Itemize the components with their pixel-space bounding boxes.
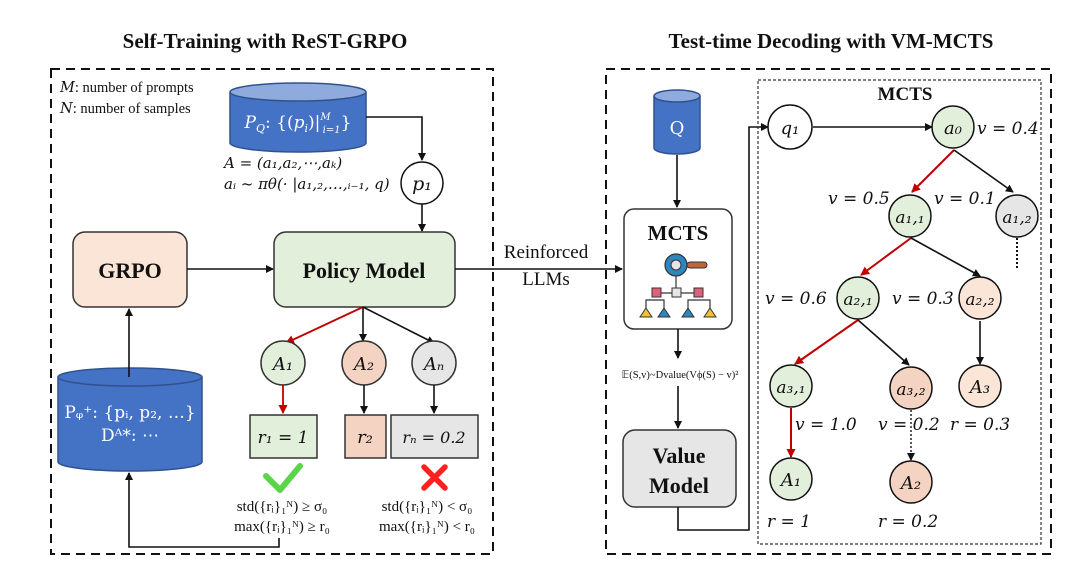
check-icon (263, 463, 303, 493)
reward-r1-label: r₁ = 1 (258, 428, 309, 448)
sample-node-a2-label: A₂ (352, 354, 374, 375)
edge-a11-a22 (910, 237, 981, 277)
filtered-database: Pᵩ⁺: {pᵢ, p₂, …} Dᴬ*: ⋯ (57, 367, 203, 472)
tree-node-A1-label: A₁ (779, 470, 801, 491)
tree-value-A2: r = 0.2 (878, 512, 938, 532)
left-panel-title: Self-Training with ReST-GRPO (123, 29, 408, 53)
tree-node-q1 (767, 104, 813, 150)
tree-node-A3-label: A₃ (968, 377, 990, 398)
arrow-db-to-prompt (366, 116, 426, 161)
legend: M: number of prompts N: number of sample… (59, 80, 194, 117)
tree-node-a0 (931, 105, 975, 149)
sample-node-a1-label: A₁ (271, 354, 293, 375)
reward-rn-label: rₙ = 0.2 (402, 428, 465, 447)
left-panel-border (50, 68, 494, 555)
arrow-policy-to-a1 (285, 306, 364, 344)
edge-a21-a32 (857, 319, 910, 366)
connector-label-line1: Reinforced (504, 242, 589, 263)
value-model-box (622, 429, 737, 508)
value-model-label-line2: Model (649, 473, 709, 498)
tree-node-a21 (836, 276, 880, 320)
tree-value-a11: v = 0.5 (828, 189, 890, 209)
tree-node-a11-label: a₁,₁ (895, 208, 924, 228)
edge-a11-a21 (860, 237, 912, 276)
tree-value-A3: r = 0.3 (950, 415, 1010, 435)
tree-node-A2-label: A₂ (899, 473, 921, 494)
mcts-search-tree-icon (639, 253, 717, 318)
mcts-box-label: MCTS (648, 221, 709, 245)
tree-node-a12-label: a₁,₂ (1002, 208, 1031, 228)
tree-node-a31 (769, 364, 813, 408)
mcts-tree-border (757, 79, 1042, 545)
connector-label-line2: LLMs (522, 269, 570, 290)
tree-value-a0: v = 0.4 (977, 119, 1039, 139)
reward-box-r2 (344, 414, 387, 459)
right-panel-title: Test-time Decoding with VM-MCTS (669, 29, 994, 53)
tree-node-A3 (958, 364, 1002, 408)
tree-value-A1: r = 1 (767, 512, 811, 532)
arrow-policy-to-an (362, 306, 435, 344)
tree-value-a21: v = 0.6 (765, 289, 827, 309)
query-database-label: Q (670, 118, 685, 139)
edge-a21-a31 (794, 319, 859, 365)
legend-item-m: M: number of prompts (59, 80, 194, 96)
fail-condition-std: std({rᵢ}₁ᴺ) < σ₀ (382, 499, 473, 515)
mcts-tree-title: MCTS (878, 84, 933, 105)
value-model-label-line1: Value (653, 443, 706, 468)
edge-a0-a11 (911, 149, 955, 193)
tree-node-a12 (995, 194, 1039, 238)
fail-condition-max: max({rᵢ}₁ᴺ) < r₀ (379, 519, 475, 535)
pass-condition-std: std({rᵢ}₁ᴺ) ≥ σ₀ (237, 499, 328, 515)
tree-value-a12: v = 0.1 (934, 189, 996, 209)
tree-node-a22 (958, 276, 1002, 320)
sample-node-an-label: Aₙ (422, 354, 444, 375)
tree-value-a22: v = 0.3 (892, 289, 954, 309)
cross-icon (421, 464, 448, 491)
filtered-database-line2: Dᴬ*: ⋯ (101, 426, 159, 446)
grpo-label: GRPO (98, 258, 162, 283)
tree-value-a32: v = 0.2 (878, 415, 940, 435)
policy-model-label: Policy Model (303, 258, 426, 283)
action-policy-definition: aᵢ ~ πθ(· |a₁,₂,…,ᵢ₋₁, q) (224, 175, 390, 193)
tree-node-q1-label: q₁ (781, 118, 800, 139)
tree-node-a32-label: a₃,₂ (896, 380, 925, 400)
tree-node-a11 (888, 194, 932, 238)
tree-node-a22-label: a₂,₂ (965, 290, 994, 310)
tree-node-A1 (769, 457, 813, 501)
tree-node-a32 (889, 366, 933, 410)
tree-node-A2 (889, 460, 933, 504)
value-loss-formula: 𝔼(S,v)~Dvalue(Vϕ(S) − v)² (622, 369, 739, 381)
edge-a0-a12 (953, 149, 1014, 193)
query-database: Q (653, 89, 701, 155)
arrow-value-model-to-tree (677, 123, 769, 531)
reward-r2-label: r₂ (357, 427, 373, 448)
reward-box-r1 (249, 414, 318, 459)
tree-node-a21-label: a₂,₁ (843, 290, 872, 310)
filtered-database-line1: Pᵩ⁺: {pᵢ, p₂, …} (64, 403, 195, 423)
tree-value-a31: v = 1.0 (795, 415, 857, 435)
tree-node-a31-label: a₃,₁ (776, 378, 805, 398)
pass-condition-max: max({rᵢ}₁ᴺ) ≥ r₀ (234, 519, 330, 535)
action-definition: A = (a₁,a₂,⋯,aₖ) (222, 154, 342, 172)
legend-item-n: N: number of samples (59, 101, 191, 117)
tree-node-a0-label: a₀ (944, 118, 962, 139)
arrow-filter-to-db (125, 472, 280, 548)
prompt-node-label: p₁ (412, 173, 432, 195)
reward-box-rn (390, 414, 479, 459)
